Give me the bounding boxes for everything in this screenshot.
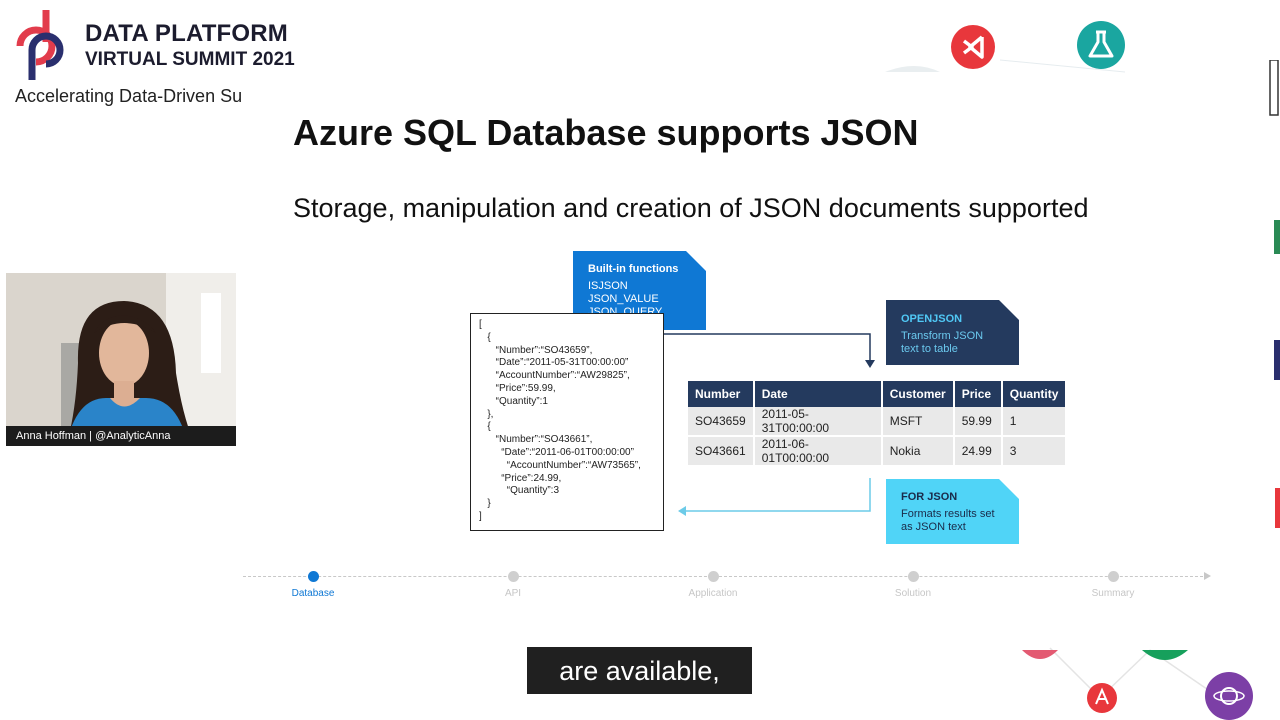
json-line: [ bbox=[479, 319, 482, 330]
arrow-to-table bbox=[664, 333, 875, 368]
json-document: [ { “Number”:“SO43659”, “Date”:“2011-05-… bbox=[470, 313, 664, 531]
table-header-row: Number Date Customer Price Quantity bbox=[688, 381, 1068, 407]
table-cell: SO43659 bbox=[688, 407, 755, 437]
timeline-label-api[interactable]: API bbox=[504, 588, 522, 599]
json-line: { bbox=[479, 331, 491, 343]
json-line: “Price”:59.99, bbox=[479, 382, 556, 394]
visual-studio-icon bbox=[951, 25, 995, 69]
event-logo: DATA PLATFORM VIRTUAL SUMMIT 2021 Accele… bbox=[12, 4, 302, 108]
timeline-label-database[interactable]: Database bbox=[291, 588, 335, 599]
deco-network-lines bbox=[885, 59, 1126, 73]
timeline-label-application[interactable]: Application bbox=[688, 588, 738, 599]
json-line: “AccountNumber”:“AW29825”, bbox=[479, 370, 630, 382]
table-row: SO43661 2011-06-01T00:00:00 Nokia 24.99 … bbox=[688, 436, 1068, 467]
forjson-title: FOR JSON bbox=[901, 491, 958, 503]
slide-subtitle: Storage, manipulation and creation of JS… bbox=[293, 193, 1089, 223]
result-table: Number Date Customer Price Quantity SO43… bbox=[688, 381, 1068, 467]
deco-right-edge bbox=[1274, 220, 1280, 528]
openjson-desc: text to table bbox=[901, 343, 958, 355]
table-cell: 2011-05-31T00:00:00 bbox=[753, 407, 883, 437]
table-cell: SO43661 bbox=[688, 436, 755, 467]
openjson-desc: Transform JSON bbox=[901, 330, 984, 342]
timeline-track bbox=[243, 576, 1208, 577]
json-line: “Number”:“SO43659”, bbox=[479, 344, 593, 356]
column-header: Customer bbox=[881, 381, 955, 407]
timeline-step-solution[interactable] bbox=[908, 571, 919, 582]
table-cell: MSFT bbox=[881, 407, 955, 437]
column-header: Quantity bbox=[1001, 381, 1068, 407]
table-cell: Nokia bbox=[881, 436, 955, 467]
arrow-to-json bbox=[678, 478, 871, 516]
column-header: Date bbox=[753, 381, 883, 407]
table-cell: 1 bbox=[1001, 407, 1068, 437]
table-cell: 3 bbox=[1001, 436, 1068, 467]
table-cell: 24.99 bbox=[953, 436, 1003, 467]
slide-title: Azure SQL Database supports JSON bbox=[293, 112, 919, 153]
timeline-label-summary[interactable]: Summary bbox=[1091, 588, 1135, 599]
speaker-video-image bbox=[6, 273, 236, 446]
json-line: } bbox=[479, 498, 491, 510]
json-line: “Number”:“SO43661”, bbox=[479, 434, 593, 446]
table-cell: 2011-06-01T00:00:00 bbox=[753, 436, 883, 467]
deco-network-bottom bbox=[1022, 647, 1253, 720]
table-cell: 59.99 bbox=[953, 407, 1003, 437]
forjson-desc: Formats results set bbox=[901, 508, 995, 520]
json-line: “Quantity”:1 bbox=[479, 395, 548, 407]
forjson-box: FOR JSON Formats results set as JSON tex… bbox=[886, 479, 1019, 544]
closed-caption: are available, bbox=[527, 647, 752, 694]
table-row: SO43659 2011-05-31T00:00:00 MSFT 59.99 1 bbox=[688, 407, 1068, 437]
timeline-label-solution[interactable]: Solution bbox=[894, 588, 932, 599]
timeline-step-summary[interactable] bbox=[1108, 571, 1119, 582]
speaker-webcam: Anna Hoffman | @AnalyticAnna bbox=[6, 273, 236, 446]
speaker-name-caption: Anna Hoffman | @AnalyticAnna bbox=[6, 426, 236, 446]
json-line: “Quantity”:3 bbox=[479, 485, 560, 497]
column-header: Price bbox=[953, 381, 1003, 407]
json-line: }, bbox=[479, 408, 494, 420]
column-header: Number bbox=[688, 381, 755, 407]
logo-subtitle: VIRTUAL SUMMIT 2021 bbox=[85, 49, 295, 70]
openjson-box: OPENJSON Transform JSON text to table bbox=[886, 300, 1019, 365]
forjson-desc: as JSON text bbox=[901, 521, 966, 533]
builtin-functions-title: Built-in functions bbox=[588, 263, 679, 275]
timeline-arrow-icon bbox=[1204, 572, 1211, 580]
logo-mark-icon bbox=[16, 10, 64, 80]
logo-title: DATA PLATFORM bbox=[85, 20, 289, 47]
builtin-function-item: ISJSON bbox=[588, 280, 628, 292]
timeline-step-database[interactable] bbox=[308, 571, 319, 582]
flask-icon bbox=[1077, 21, 1125, 69]
deco-scrollbar-edge bbox=[1269, 60, 1279, 116]
timeline-step-api[interactable] bbox=[508, 571, 519, 582]
json-line: ] bbox=[479, 510, 482, 522]
openjson-title: OPENJSON bbox=[901, 313, 963, 325]
json-line: { bbox=[479, 421, 491, 433]
logo-tagline: Accelerating Data-Driven Su bbox=[15, 86, 243, 106]
timeline-step-application[interactable] bbox=[708, 571, 719, 582]
builtin-function-item: JSON_VALUE bbox=[588, 293, 659, 305]
json-line: “AccountNumber”:“AW73565”, bbox=[479, 459, 641, 471]
json-line: “Price”:24.99, bbox=[479, 472, 562, 484]
json-line: “Date”:“2011-06-01T00:00:00” bbox=[479, 446, 634, 458]
json-line: “Date”:“2011-05-31T00:00:00” bbox=[479, 357, 629, 369]
